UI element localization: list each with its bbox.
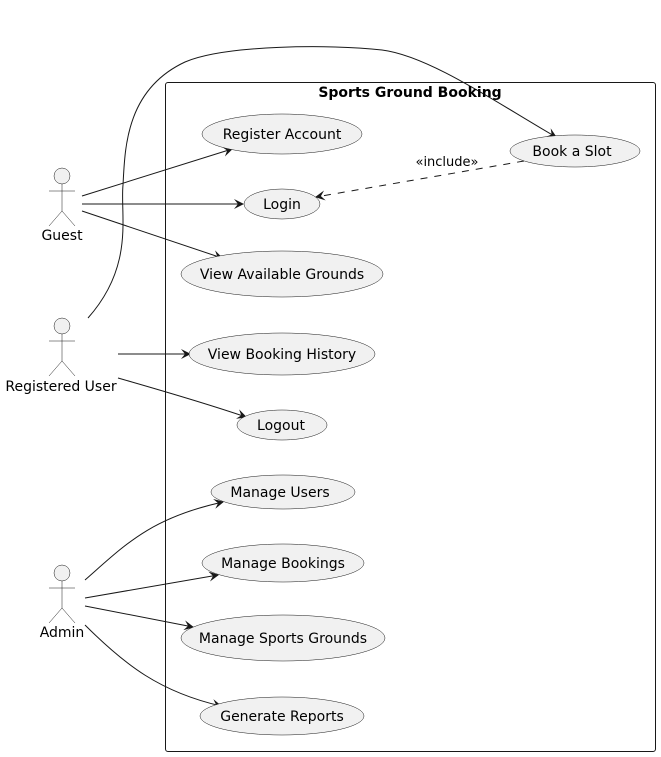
use-case-label: Login bbox=[263, 197, 301, 213]
assoc-admin-manage-sports-grounds bbox=[84, 605, 194, 631]
use-case-register-account: Register Account bbox=[201, 113, 363, 155]
actor-guest: Guest bbox=[41, 167, 83, 244]
actor-admin: Admin bbox=[40, 564, 85, 641]
stick-figure-icon bbox=[48, 167, 76, 227]
assoc-registered-user-book-a-slot bbox=[87, 46, 557, 319]
assoc-admin-manage-bookings bbox=[84, 571, 219, 599]
connectors bbox=[81, 46, 557, 709]
use-case-view-available-grounds: View Available Grounds bbox=[180, 250, 384, 298]
stick-figure-icon bbox=[48, 564, 76, 624]
assoc-registered-user-logout bbox=[117, 377, 247, 419]
use-case-label: Generate Reports bbox=[220, 709, 344, 725]
use-case-manage-sports-grounds: Manage Sports Grounds bbox=[180, 614, 386, 662]
use-case-label: Register Account bbox=[223, 127, 342, 143]
use-case-login: Login bbox=[243, 188, 321, 220]
assoc-admin-generate-reports bbox=[84, 624, 222, 709]
use-case-book-a-slot: Book a Slot bbox=[509, 134, 641, 168]
use-case-generate-reports: Generate Reports bbox=[199, 696, 365, 736]
use-case-label: Manage Users bbox=[230, 485, 329, 501]
actor-registered-user: Registered User bbox=[5, 317, 117, 395]
use-case-label: Book a Slot bbox=[532, 144, 612, 160]
use-case-label: Manage Bookings bbox=[221, 556, 345, 572]
assoc-guest-register-account bbox=[81, 146, 233, 197]
actor-label: Guest bbox=[41, 228, 83, 244]
assoc-guest-view-available-grounds bbox=[81, 210, 223, 260]
stick-figure-icon bbox=[48, 317, 76, 377]
actor-label: Admin bbox=[40, 625, 85, 641]
system-boundary bbox=[165, 82, 656, 752]
use-case-logout: Logout bbox=[236, 409, 328, 441]
use-case-view-booking-history: View Booking History bbox=[188, 332, 376, 376]
assoc-admin-manage-users bbox=[84, 499, 224, 581]
use-case-label: View Booking History bbox=[208, 347, 356, 363]
use-case-manage-users: Manage Users bbox=[210, 474, 356, 510]
use-case-label: View Available Grounds bbox=[200, 267, 364, 283]
include-stereotype: «include» bbox=[415, 155, 478, 170]
use-case-label: Manage Sports Grounds bbox=[199, 631, 367, 647]
system-title: Sports Ground Booking bbox=[318, 85, 501, 101]
actor-label: Registered User bbox=[5, 379, 116, 395]
use-case-manage-bookings: Manage Bookings bbox=[201, 543, 365, 583]
use-case-label: Logout bbox=[257, 418, 305, 434]
